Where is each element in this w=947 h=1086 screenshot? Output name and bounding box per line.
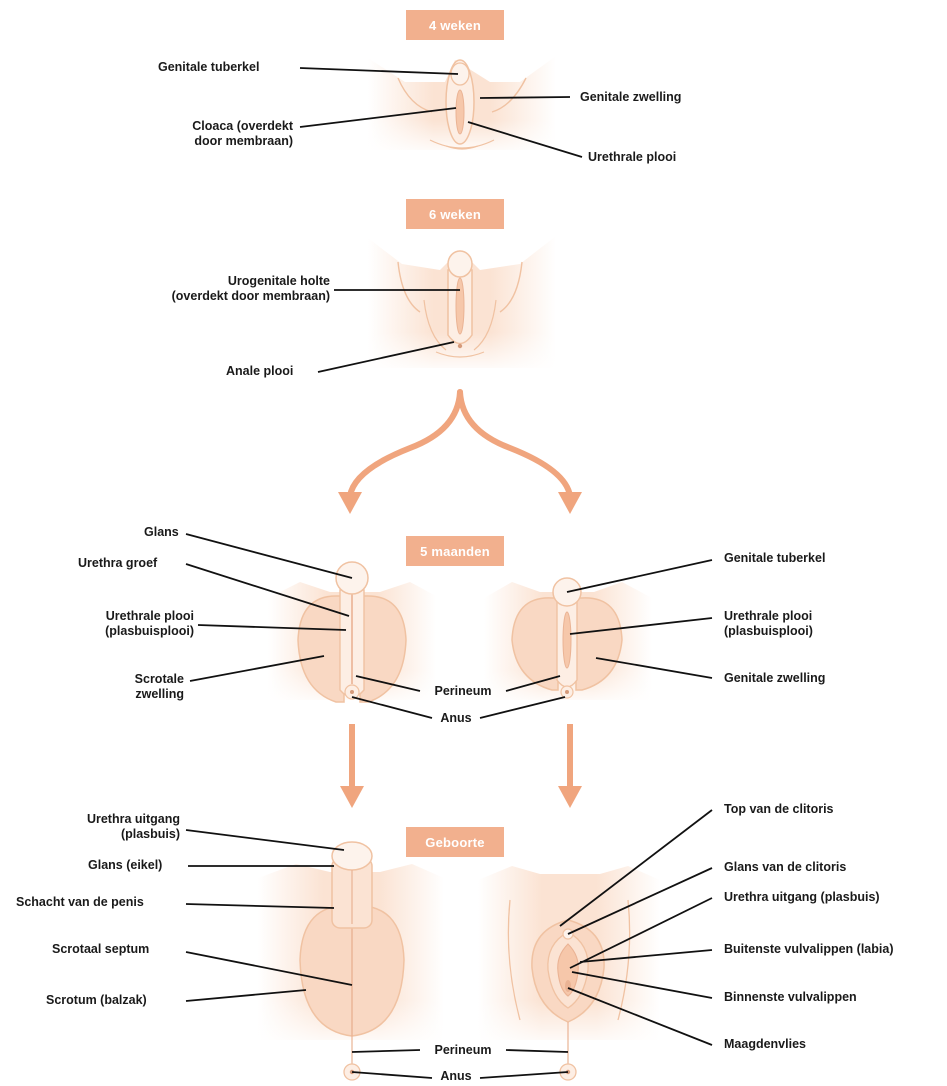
stage-badge-birth: Geboorte — [406, 827, 504, 857]
label-genital-tubercle-f-m5: Genitale tuberkel — [724, 551, 826, 565]
label-hymen-birth: Maagdenvlies — [724, 1037, 806, 1051]
down-arrows — [340, 724, 582, 808]
label-anus-m5: Anus — [440, 711, 472, 725]
label-scrotal-septum-birth: Scrotaal septum — [52, 942, 150, 956]
label-urethral-fold-w4: Urethrale plooi — [588, 150, 677, 164]
label-clitoris-glans-birth: Glans van de clitoris — [724, 860, 847, 874]
label-urethral-fold-male-line1: Urethrale plooi — [105, 609, 194, 623]
label-outer-labia-birth: Buitenste vulvalippen (labia) — [724, 942, 894, 956]
label-clitoris-top-birth: Top van de clitoris — [724, 802, 834, 816]
label-urethra-exit-male-line1: Urethra uitgang — [86, 812, 180, 826]
label-scrotum-birth: Scrotum (balzak) — [46, 993, 147, 1007]
label-urethra-exit-male-line2: (plasbuis) — [120, 827, 180, 841]
label-urogenital-line2: (overdekt door membraan) — [171, 289, 330, 303]
label-urogenital-cavity-w6: Urogenitale holte (overdekt door membraa… — [150, 274, 330, 304]
label-urethral-fold-female-m5: Urethrale plooi (plasbuisplooi) — [724, 609, 813, 639]
stage-badge-week6: 6 weken — [406, 199, 504, 229]
label-cloaca-line1: Cloaca (overdekt — [192, 119, 293, 133]
label-urethral-fold-female-line2: (plasbuisplooi) — [724, 624, 813, 638]
label-anus-birth: Anus — [440, 1069, 472, 1083]
figure-birth-male — [258, 841, 444, 1081]
stage-badge-month5: 5 maanden — [406, 536, 504, 566]
label-scrotal-swelling-line1: Scrotale — [134, 672, 184, 686]
label-genital-swelling-f-m5: Genitale zwelling — [724, 671, 826, 685]
figure-month5-male — [268, 561, 436, 703]
stage-badge-week4: 4 weken — [406, 10, 504, 40]
label-scrotal-swelling-m5: Scrotale zwelling — [80, 672, 184, 702]
label-glans-male-birth: Glans (eikel) — [88, 858, 163, 872]
label-urethra-exit-female-birth: Urethra uitgang (plasbuis) — [724, 890, 880, 904]
label-urethra-groove-m5: Urethra groef — [78, 556, 158, 570]
figure-week6 — [368, 236, 556, 370]
label-urethral-fold-male-m5: Urethrale plooi (plasbuisplooi) — [50, 609, 194, 639]
label-perineum-m5: Perineum — [434, 684, 492, 698]
label-urogenital-line1: Urogenitale holte — [227, 274, 330, 288]
label-genital-tubercle-w4: Genitale tuberkel — [158, 60, 260, 74]
label-urethra-exit-male-birth: Urethra uitgang (plasbuis) — [40, 812, 180, 842]
label-genital-swelling-w4: Genitale zwelling — [580, 90, 682, 104]
label-perineum-birth: Perineum — [434, 1043, 492, 1057]
leader-lines — [185, 67, 713, 1079]
label-anal-fold-w6: Anale plooi — [226, 364, 294, 378]
label-penis-shaft-birth: Schacht van de penis — [16, 895, 144, 909]
label-cloaca-w4: Cloaca (overdekt door membraan) — [148, 119, 293, 149]
label-inner-labia-birth: Binnenste vulvalippen — [724, 990, 857, 1004]
branch-arrow — [338, 389, 582, 514]
label-urethral-fold-female-line1: Urethrale plooi — [724, 609, 813, 623]
figure-week4 — [368, 56, 556, 152]
label-glans-m5: Glans — [144, 525, 179, 539]
label-scrotal-swelling-line2: zwelling — [135, 687, 184, 701]
figure-birth-female — [478, 866, 660, 1081]
figure-month5-female — [484, 577, 652, 702]
label-cloaca-line2: door membraan) — [194, 134, 293, 148]
label-urethral-fold-male-line2: (plasbuisplooi) — [105, 624, 194, 638]
